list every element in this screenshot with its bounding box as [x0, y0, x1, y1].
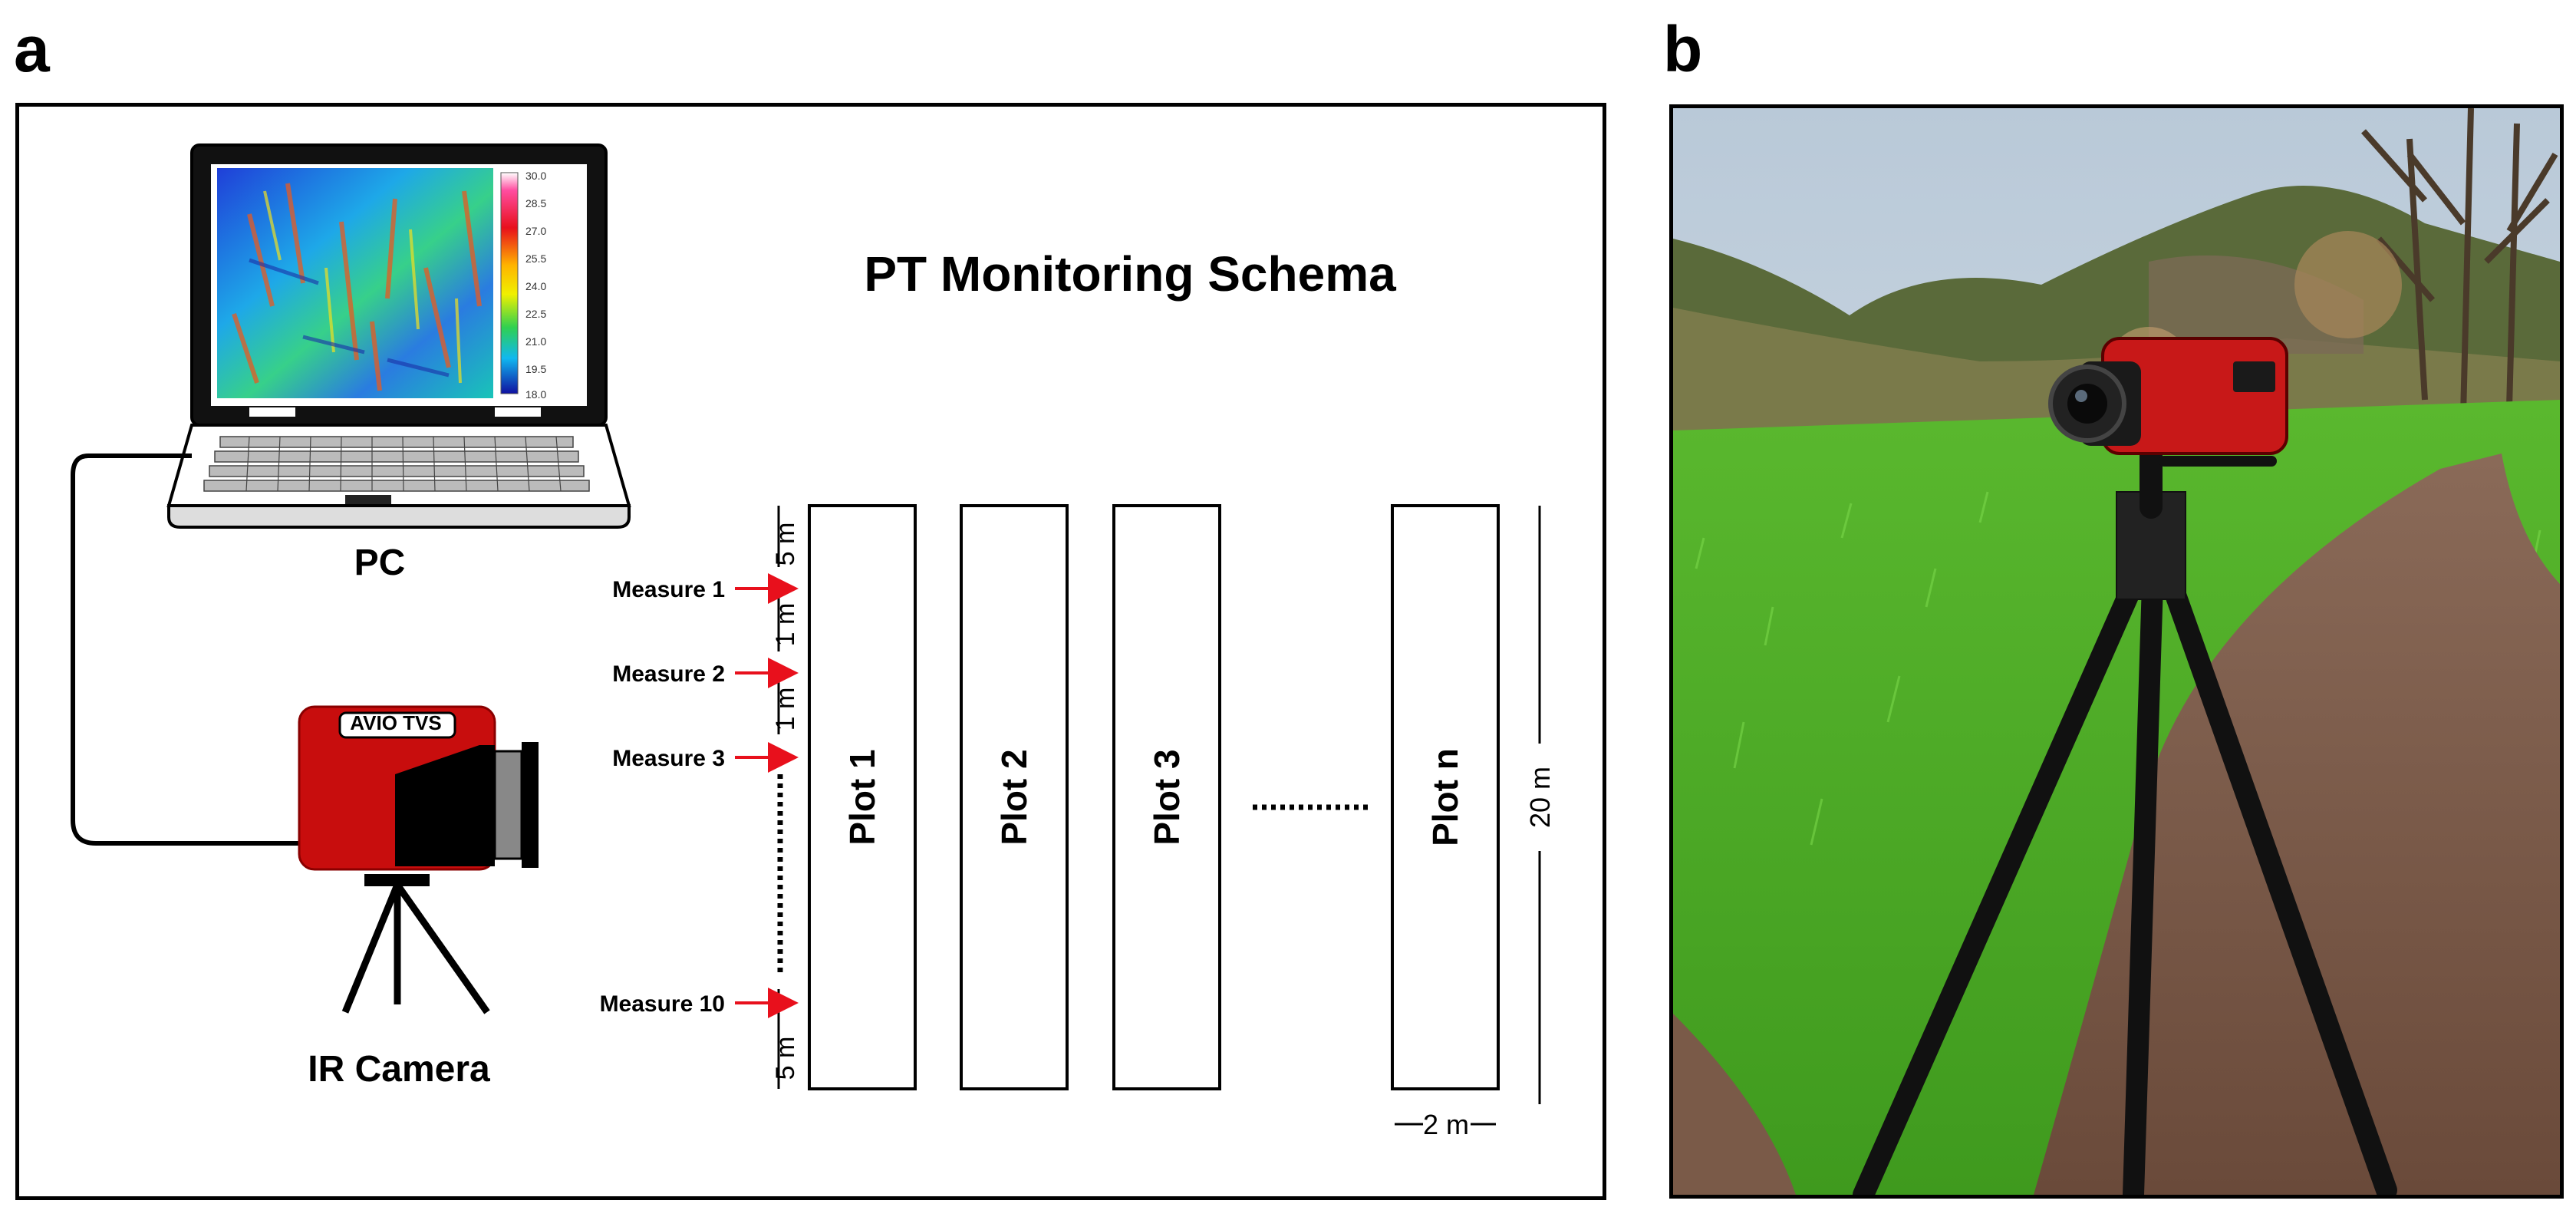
- thermal-image: [217, 168, 493, 398]
- spacing-label: 1 m: [771, 688, 800, 731]
- plot-box: [808, 504, 917, 1090]
- panel-a-letter: a: [14, 13, 50, 85]
- camera-brand-label: AVIO TVS: [350, 711, 441, 734]
- pc-label: PC: [354, 543, 406, 583]
- plots: [808, 504, 1500, 1090]
- ir-camera-icon: [298, 705, 539, 1014]
- field-photo: [1669, 104, 2564, 1199]
- colorbar-tick: 28.5: [525, 197, 546, 209]
- colorbar-tick: 27.0: [525, 225, 546, 237]
- colorbar: [500, 172, 519, 394]
- connection-cable: [71, 453, 307, 846]
- laptop-icon: 30.0 28.5 27.0 25.5 24.0 22.5 21.0 19.5 …: [166, 143, 631, 529]
- measure-label: Measure 3: [612, 746, 725, 771]
- spacing-label: 1 m: [771, 603, 800, 647]
- schema-title: PT Monitoring Schema: [864, 246, 1396, 302]
- length-label: 20 m: [1524, 767, 1556, 828]
- colorbar-tick: 18.0: [525, 388, 546, 401]
- measure-label: Measure 2: [612, 661, 725, 687]
- schema-diagram: 30.0 28.5 27.0 25.5 24.0 22.5 21.0 19.5 …: [71, 143, 1556, 1140]
- schema-panel: 30.0 28.5 27.0 25.5 24.0 22.5 21.0 19.5 …: [15, 103, 1606, 1200]
- measure-label: Measure 1: [612, 577, 725, 602]
- colorbar-ticks: 30.0 28.5 27.0 25.5 24.0 22.5 21.0 19.5 …: [525, 170, 546, 401]
- colorbar-tick: 21.0: [525, 335, 546, 348]
- plot-label: Plot n: [1425, 748, 1465, 846]
- measure-arrows: [735, 573, 799, 1018]
- spacing-label-bottom: 5 m: [771, 1037, 800, 1080]
- field-photo-illustration: [1673, 108, 2560, 1195]
- thermal-camera: [2048, 337, 2288, 455]
- plot-label: Plot 3: [1147, 749, 1187, 845]
- spacing-label-top: 5 m: [771, 523, 800, 566]
- plot-box: [1391, 504, 1500, 1090]
- colorbar-tick: 19.5: [525, 363, 546, 375]
- spacing-labels: 5 m 1 m 1 m 5 m: [771, 523, 800, 1080]
- colorbar-tick: 22.5: [525, 308, 546, 320]
- tripod: [1853, 427, 2397, 1195]
- colorbar-tick: 25.5: [525, 252, 546, 265]
- width-label: 2 m: [1423, 1109, 1469, 1140]
- plot-box: [960, 504, 1069, 1090]
- colorbar-tick: 30.0: [525, 170, 546, 182]
- plot-box: [1112, 504, 1221, 1090]
- soil-path: [2034, 453, 2560, 1195]
- plot-label: Plot 2: [994, 749, 1034, 845]
- panel-b-letter: b: [1663, 13, 1703, 85]
- plot-label: Plot 1: [842, 749, 882, 845]
- colorbar-tick: 24.0: [525, 280, 546, 292]
- ir-camera-label: IR Camera: [308, 1049, 490, 1090]
- measure-label: Measure 10: [600, 991, 725, 1017]
